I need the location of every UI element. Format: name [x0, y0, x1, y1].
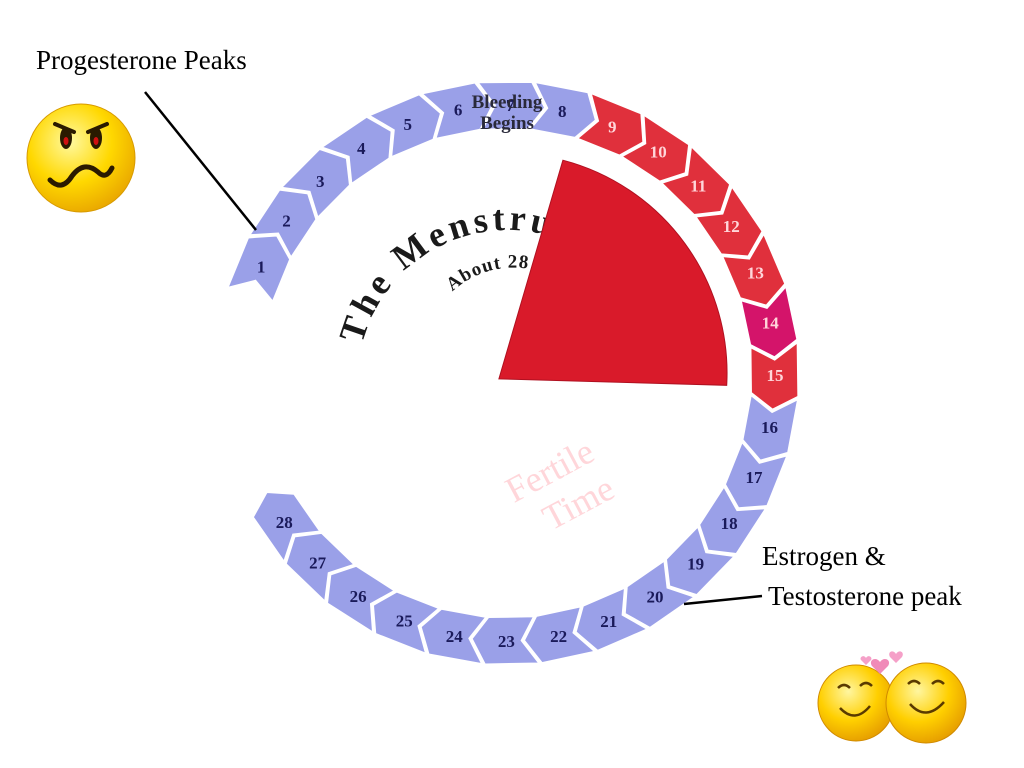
estrogen-label-line1: Estrogen &	[762, 541, 886, 571]
day-chevron-7	[476, 81, 546, 130]
day-label-24: 24	[446, 627, 464, 646]
day-label-4: 4	[357, 139, 366, 158]
day-label-28: 28	[276, 513, 293, 532]
grumpy-face-icon	[26, 103, 136, 213]
day-label-3: 3	[316, 172, 325, 191]
estrogen-pointer-line	[683, 594, 763, 606]
day-label-9: 9	[608, 118, 617, 137]
day-label-15: 15	[767, 366, 784, 385]
day-chevron-20	[624, 559, 697, 629]
day-label-7: 7	[506, 96, 515, 115]
day-label-25: 25	[396, 612, 413, 631]
day-chevron-21	[575, 586, 649, 652]
day-label-26: 26	[350, 587, 367, 606]
hugging-faces-icon	[817, 651, 967, 744]
day-label-13: 13	[747, 264, 764, 283]
day-chevron-12	[694, 185, 764, 257]
progesterone-peaks-label: Progesterone Peaks	[36, 45, 247, 75]
day-chevron-15	[749, 340, 799, 411]
day-label-10: 10	[650, 143, 667, 162]
day-label-11: 11	[690, 176, 706, 195]
estrogen-label-line2: Testosterone peak	[768, 581, 962, 611]
day-chevron-8	[529, 81, 597, 139]
day-chevron-4	[320, 116, 393, 185]
day-chevron-16	[741, 393, 799, 462]
day-chevron-11	[660, 144, 731, 216]
day-label-23: 23	[498, 632, 515, 651]
day-label-8: 8	[558, 102, 567, 121]
day-chevron-24	[420, 608, 488, 665]
day-chevron-1	[226, 234, 291, 303]
day-chevron-5	[367, 93, 442, 159]
day-label-27: 27	[309, 554, 327, 573]
day-chevron-18	[698, 485, 768, 555]
bleeding-label-line2: Begins	[480, 113, 534, 134]
day-chevron-9	[576, 92, 644, 157]
day-chevron-14	[740, 284, 798, 358]
day-label-20: 20	[647, 587, 664, 606]
progesterone-pointer-line	[144, 91, 257, 231]
day-label-14: 14	[762, 314, 780, 333]
day-label-17: 17	[746, 468, 764, 487]
day-chevron-23	[471, 615, 541, 665]
day-chevron-27	[285, 532, 356, 603]
day-label-12: 12	[723, 217, 740, 236]
day-chevron-22	[523, 605, 597, 664]
day-chevron-26	[326, 565, 396, 634]
day-label-16: 16	[761, 418, 778, 437]
fertile-time-wedge	[498, 159, 728, 386]
day-label-2: 2	[282, 212, 291, 231]
day-chevron-25	[372, 590, 441, 655]
day-chevron-6	[420, 81, 494, 140]
day-label-21: 21	[600, 612, 617, 631]
fertile-time-label: Fertile Time	[499, 431, 621, 538]
day-chevron-10	[620, 113, 690, 183]
bleeding-label-line1: Bleeding	[472, 92, 543, 113]
day-label-18: 18	[721, 514, 738, 533]
day-label-6: 6	[454, 101, 463, 120]
day-label-22: 22	[550, 627, 567, 646]
day-chevron-3	[279, 148, 351, 219]
day-chevron-28	[252, 491, 322, 564]
day-chevron-19	[665, 525, 736, 596]
day-label-1: 1	[257, 258, 266, 277]
day-label-19: 19	[687, 554, 704, 573]
day-chevron-13	[721, 232, 786, 307]
day-label-5: 5	[404, 115, 413, 134]
day-chevron-2	[248, 189, 317, 259]
day-chevron-17	[724, 440, 789, 509]
